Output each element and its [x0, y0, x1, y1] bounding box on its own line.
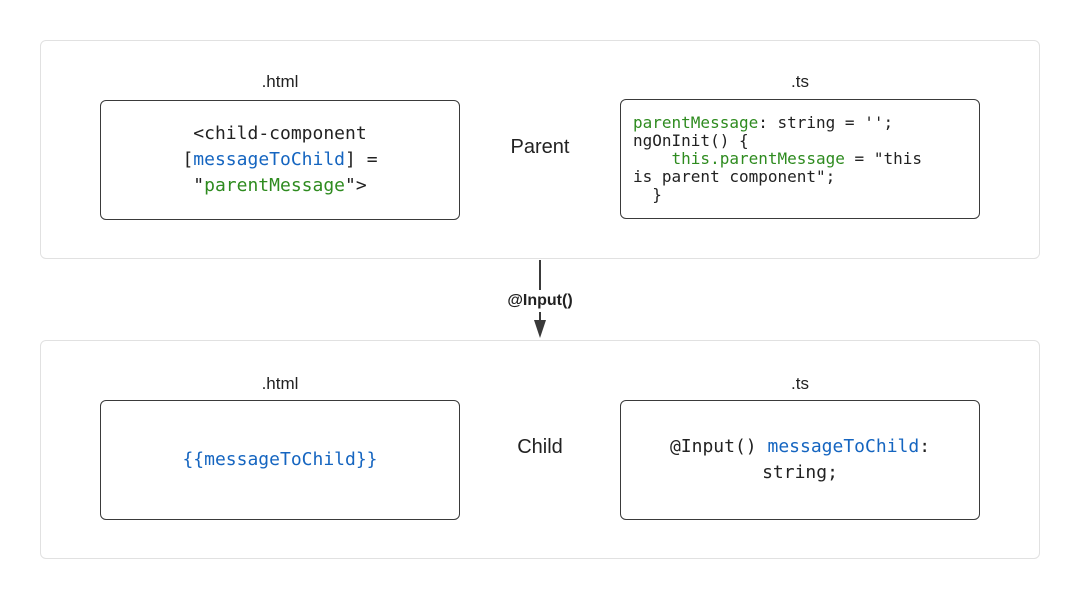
parent-ts-line-2: ngOnInit() {	[633, 131, 749, 150]
indent	[633, 149, 672, 168]
message-to-child-prop: messageToChild	[767, 436, 920, 457]
parent-ts-label: .ts	[791, 72, 809, 91]
child-role-label: Child	[517, 436, 563, 458]
child-ts-label: .ts	[791, 374, 809, 393]
input-decorator-label: @Input()	[490, 290, 590, 312]
input-binding-name: messageToChild	[193, 149, 346, 170]
assign-rest: = "this	[844, 149, 922, 168]
parent-ts-line-5: }	[633, 185, 662, 204]
bound-value: parentMessage	[204, 175, 346, 196]
parent-ts-line-3: this.parentMessage = "this	[633, 150, 922, 168]
parent-ts-line-4: is parent component";	[633, 167, 836, 186]
parent-html-line-2: [messageToChild] =	[182, 147, 377, 173]
quote-close: ">	[345, 175, 367, 196]
parent-ts-code: parentMessage: string = '';ngOnInit() { …	[633, 114, 922, 204]
parent-ts-code-box: parentMessage: string = '';ngOnInit() { …	[620, 99, 980, 219]
parent-html-line-3: "parentMessage">	[182, 173, 377, 199]
parent-html-code: <child-component [messageToChild] = "par…	[182, 121, 377, 199]
child-html-label: .html	[261, 374, 299, 393]
parent-html-label: .html	[261, 72, 299, 91]
child-ts-line-1: @Input() messageToChild:	[670, 434, 930, 460]
arrow-down-icon	[534, 320, 546, 338]
child-ts-code-box: @Input() messageToChild: string;	[620, 400, 980, 520]
this-parent-message: this.parentMessage	[671, 149, 845, 168]
parent-html-line-1: <child-component	[193, 123, 367, 144]
open-bracket: [	[182, 149, 194, 170]
parent-html-code-box: <child-component [messageToChild] = "par…	[100, 100, 460, 220]
child-ts-line-2: string;	[762, 462, 838, 483]
parent-role-label: Parent	[510, 136, 570, 158]
input-decorator: @Input()	[669, 436, 768, 457]
parent-ts-line-1: parentMessage: string = '';	[633, 114, 922, 132]
child-interpolation: {{messageToChild}}	[182, 449, 378, 470]
close-bracket-equals: ] =	[345, 149, 378, 170]
colon: :	[919, 436, 931, 457]
child-ts-code: @Input() messageToChild: string;	[670, 434, 930, 486]
child-html-code-box: {{messageToChild}}	[100, 400, 460, 520]
quote-open: "	[193, 175, 205, 196]
parent-message-type: : string = '';	[758, 113, 894, 132]
parent-message-prop: parentMessage	[633, 113, 759, 132]
